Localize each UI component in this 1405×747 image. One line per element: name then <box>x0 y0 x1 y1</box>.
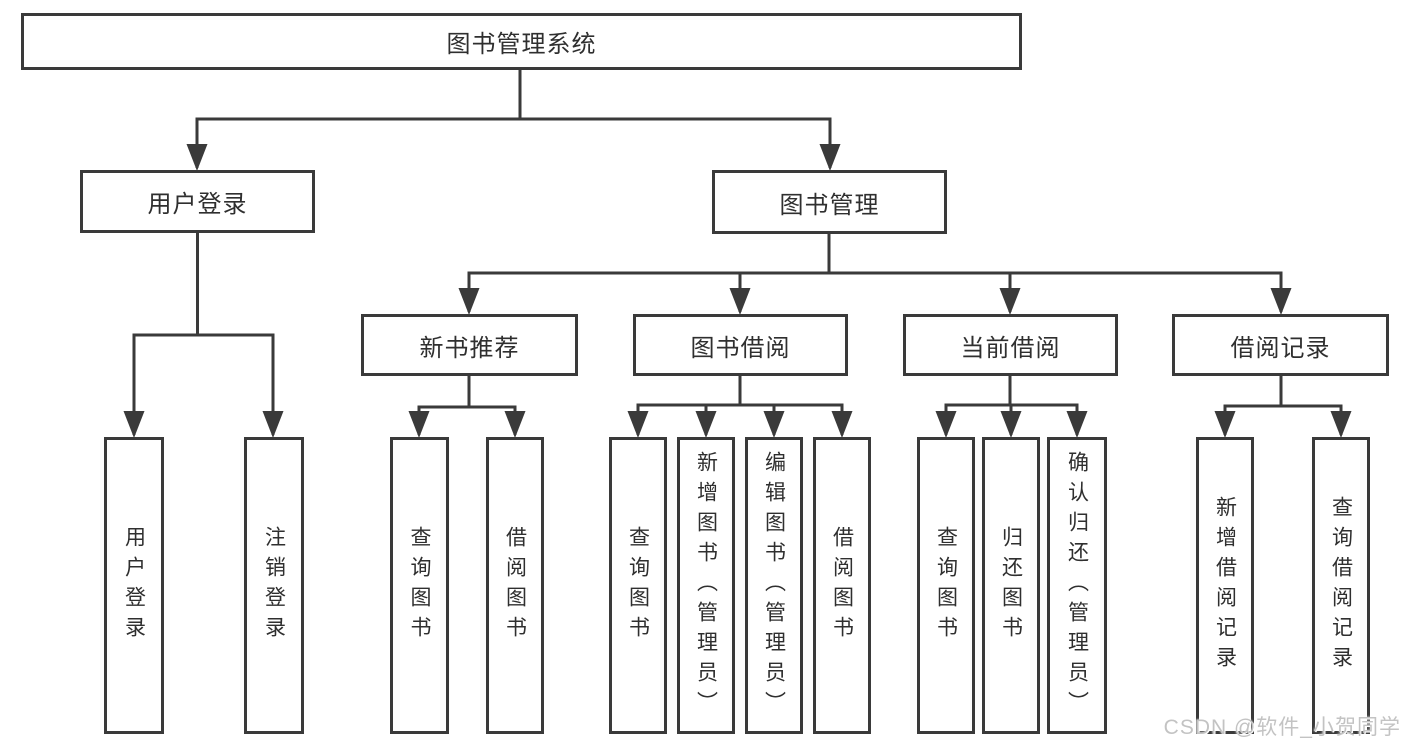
leaf-add-books-admin: 新增图书（管理员） <box>677 437 735 734</box>
leaf-confirm-return-admin-label: 确认归还（管理员） <box>1065 450 1089 721</box>
node-current-borrow: 当前借阅 <box>903 314 1118 376</box>
leaf-query-books-borrow-label: 查询图书 <box>626 525 650 646</box>
node-book-borrow: 图书借阅 <box>633 314 848 376</box>
node-user-login: 用户登录 <box>80 170 315 233</box>
node-borrow-records: 借阅记录 <box>1172 314 1389 376</box>
leaf-query-borrow-record: 查询借阅记录 <box>1312 437 1370 734</box>
csdn-watermark: CSDN @软件_小贺同学 <box>1163 716 1401 739</box>
node-new-book-recommend: 新书推荐 <box>361 314 578 376</box>
leaf-query-borrow-record-label: 查询借阅记录 <box>1329 495 1353 676</box>
node-book-management-label: 图书管理 <box>779 191 880 219</box>
node-root-system: 图书管理系统 <box>21 13 1022 70</box>
leaf-borrow-books-recommend: 借阅图书 <box>486 437 544 734</box>
leaf-add-borrow-record: 新增借阅记录 <box>1196 437 1254 734</box>
leaf-return-books: 归还图书 <box>982 437 1040 734</box>
leaf-logout-label: 注销登录 <box>262 525 286 646</box>
leaf-borrow-books: 借阅图书 <box>813 437 871 734</box>
leaf-user-login-label: 用户登录 <box>122 525 146 646</box>
node-book-borrow-label: 图书借阅 <box>690 334 791 362</box>
node-root-label: 图书管理系统 <box>446 31 597 58</box>
leaf-query-books-current-label: 查询图书 <box>934 525 958 646</box>
node-new-book-recommend-label: 新书推荐 <box>419 334 520 362</box>
leaf-edit-books-admin-label: 编辑图书（管理员） <box>762 450 786 721</box>
leaf-return-books-label: 归还图书 <box>999 525 1023 646</box>
leaf-logout: 注销登录 <box>244 437 304 734</box>
leaf-query-books-recommend: 查询图书 <box>390 437 449 734</box>
leaf-borrow-books-label: 借阅图书 <box>830 525 854 646</box>
leaf-user-login: 用户登录 <box>104 437 164 734</box>
leaf-query-books-recommend-label: 查询图书 <box>408 525 431 646</box>
node-user-login-label: 用户登录 <box>147 191 248 218</box>
leaf-confirm-return-admin: 确认归还（管理员） <box>1047 437 1107 734</box>
leaf-add-books-admin-label: 新增图书（管理员） <box>694 450 718 721</box>
leaf-query-books-current: 查询图书 <box>917 437 975 734</box>
leaf-add-borrow-record-label: 新增借阅记录 <box>1213 495 1237 676</box>
node-current-borrow-label: 当前借阅 <box>960 334 1061 362</box>
leaf-query-books-borrow: 查询图书 <box>609 437 667 734</box>
leaf-borrow-books-recommend-label: 借阅图书 <box>503 525 527 646</box>
node-borrow-records-label: 借阅记录 <box>1230 334 1331 362</box>
node-book-management: 图书管理 <box>712 170 947 234</box>
leaf-edit-books-admin: 编辑图书（管理员） <box>745 437 803 734</box>
